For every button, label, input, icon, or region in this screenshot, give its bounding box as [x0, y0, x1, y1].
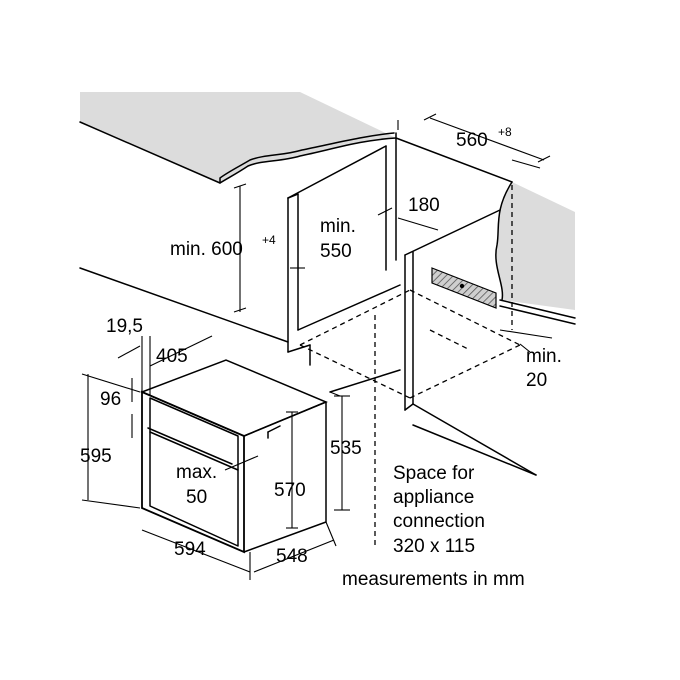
oven: [140, 359, 328, 554]
label-min20-b: 20: [526, 370, 547, 391]
label-min-600: min. 600: [170, 239, 243, 260]
label-600-sup: +4: [262, 233, 276, 247]
label-min20-a: min.: [526, 346, 562, 367]
connection-box: [431, 267, 497, 309]
cabinet-left-panel: [287, 145, 401, 353]
label-570: 570: [274, 480, 306, 501]
label-max50-a: max.: [176, 462, 217, 483]
note-line-2: appliance: [393, 487, 474, 508]
label-min550-b: 550: [320, 241, 352, 262]
niche-floor: [299, 185, 521, 545]
label-180: 180: [408, 195, 440, 216]
label-535: 535: [330, 438, 362, 459]
label-405: 405: [156, 346, 188, 367]
countertop-right: [495, 181, 576, 325]
note-line-4: 320 x 115: [393, 536, 475, 557]
label-560: 560: [456, 130, 488, 151]
label-548: 548: [276, 546, 308, 567]
units-note: measurements in mm: [342, 569, 525, 590]
label-595: 595: [80, 446, 112, 467]
label-max50-b: 50: [186, 487, 207, 508]
note-line-1: Space for: [393, 463, 475, 484]
label-19-5: 19,5: [106, 316, 143, 337]
cabinet-back-lines: [395, 132, 513, 261]
countertop: [79, 92, 397, 184]
label-96: 96: [100, 389, 121, 410]
label-594: 594: [174, 539, 206, 560]
label-560-sup: +8: [498, 125, 512, 139]
note-line-3: connection: [393, 511, 485, 532]
dimension-lines: [81, 113, 553, 580]
floor-lines: [79, 267, 537, 476]
dimension-labels: 560 +8 min. 600 +4 min. 550 180 min. 20 …: [80, 125, 562, 567]
cabinet-right-panel: [404, 209, 501, 411]
label-min550-a: min.: [320, 216, 356, 237]
connection-note: Space for appliance connection 320 x 115: [393, 463, 485, 557]
